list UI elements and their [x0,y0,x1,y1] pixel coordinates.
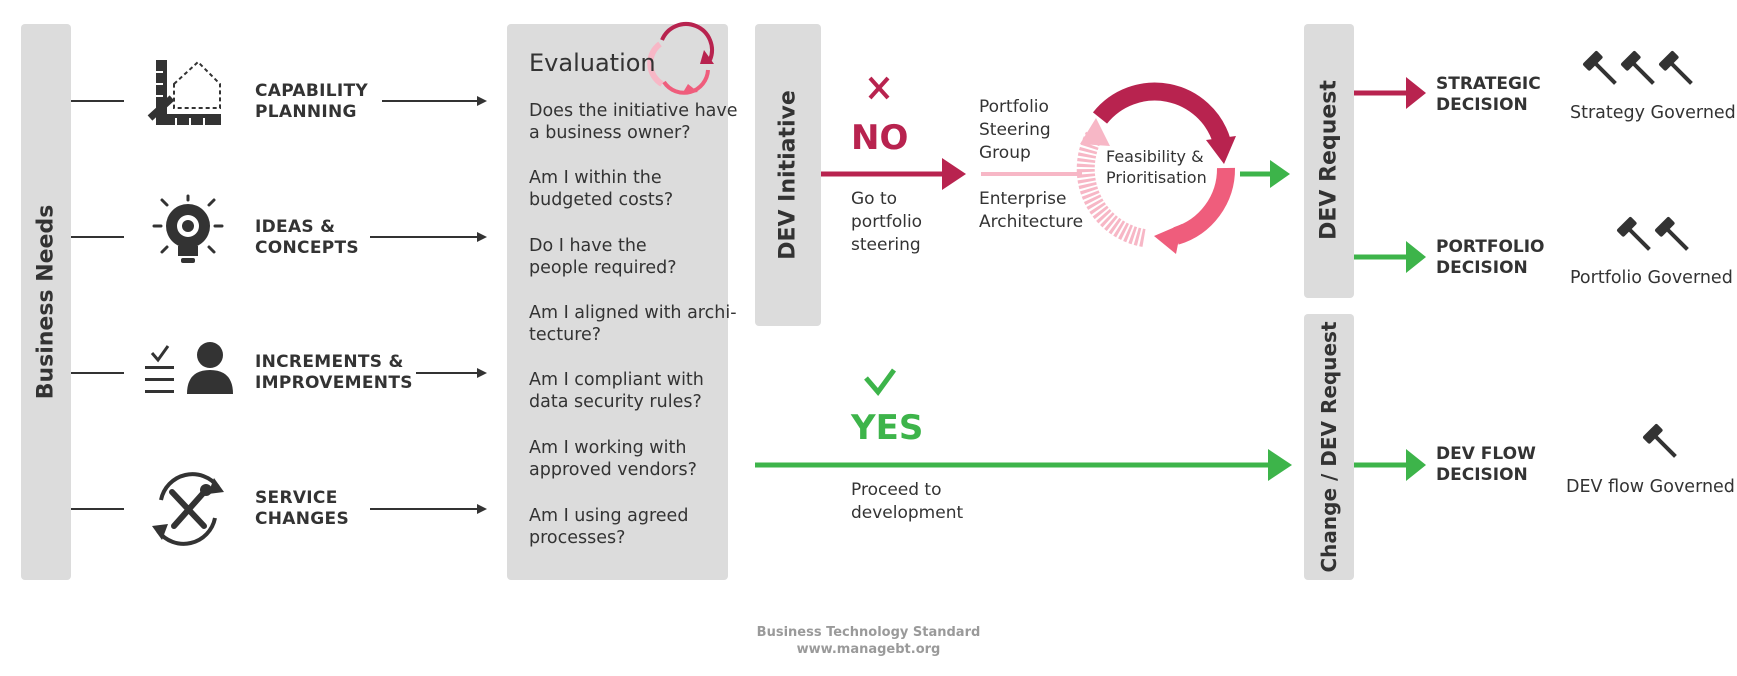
dev-flow-decision-label: DEV FLOW DECISION [1436,444,1536,485]
evaluation-question-7: Am I using agreed processes? [529,506,689,548]
gavel-icon [1617,217,1651,251]
gavel-icon [1643,424,1677,458]
no-arrowhead [942,158,966,190]
yes-caption: Proceed to development [851,480,964,523]
feasibility-cycle-icon [1076,82,1236,254]
strategic-decision-arrowhead [1406,77,1426,109]
strategy-governed-label: Strategy Governed [1570,103,1736,123]
change-dev-request-panel [1304,314,1354,580]
cross-icon-stroke [868,76,890,100]
feasibility-prioritisation-label: Feasibility & Prioritisation [1106,147,1207,187]
footer-line-1: Business Technology Standard [756,625,981,640]
portfolio-decision-label: PORTFOLIO DECISION [1436,237,1545,278]
dev-flow-governed-label: DEV flow Governed [1566,477,1735,497]
cycle-arrows-icon [647,22,714,95]
lightbulb-gear-icon [152,194,224,263]
strategic-decision-label: STRATEGIC DECISION [1436,74,1541,115]
dev-request-panel [1304,24,1354,298]
house-plan-icon [147,60,221,125]
business-needs-panel [21,24,71,580]
dev-flow-decision-arrowhead [1406,449,1426,481]
no-caption: Go to portfolio steering [851,189,923,255]
portfolio-governed-label: Portfolio Governed [1570,268,1733,288]
yes-label: YES [851,408,924,448]
gavel-icon [1621,51,1655,85]
category-increments-improvements: INCREMENTS & IMPROVEMENTS [255,352,413,393]
dev-initiative-panel [755,24,821,326]
evaluation-question-6: Am I working with approved vendors? [529,438,697,480]
yes-arrowhead [1268,449,1292,481]
portfolio-decision-arrowhead [1406,241,1426,273]
evaluation-question-5: Am I compliant with data security rules? [529,370,704,412]
gavel-icon [1655,217,1689,251]
no-label: NO [851,118,909,158]
evaluation-title: Evaluation [529,49,656,77]
evaluation-question-4: Am I aligned with archi- tecture? [529,303,737,345]
checklist-person-icon [145,342,233,394]
category-service-changes: SERVICE CHANGES [255,488,349,529]
footer-line-2: www.managebt.org [796,642,941,657]
gavel-icons [1583,51,1693,458]
check-icon [864,368,897,397]
evaluation-panel [507,24,728,580]
evaluation-question-3: Do I have the people required? [529,236,677,278]
evaluation-question-1: Does the initiative have a business owne… [529,101,738,143]
portfolio-steering-group-label: Portfolio Steering Group [979,97,1051,163]
enterprise-architecture-label: Enterprise Architecture [979,189,1084,232]
gavel-icon [1659,51,1693,85]
category-capability-planning: CAPABILITY PLANNING [255,81,369,122]
category-ideas-concepts: IDEAS & CONCEPTS [255,217,359,258]
service-tools-icon [152,472,224,546]
evaluation-question-2: Am I within the budgeted costs? [529,168,674,210]
cycle-to-dev-request-arrowhead [1270,160,1290,188]
gavel-icon [1583,51,1617,85]
